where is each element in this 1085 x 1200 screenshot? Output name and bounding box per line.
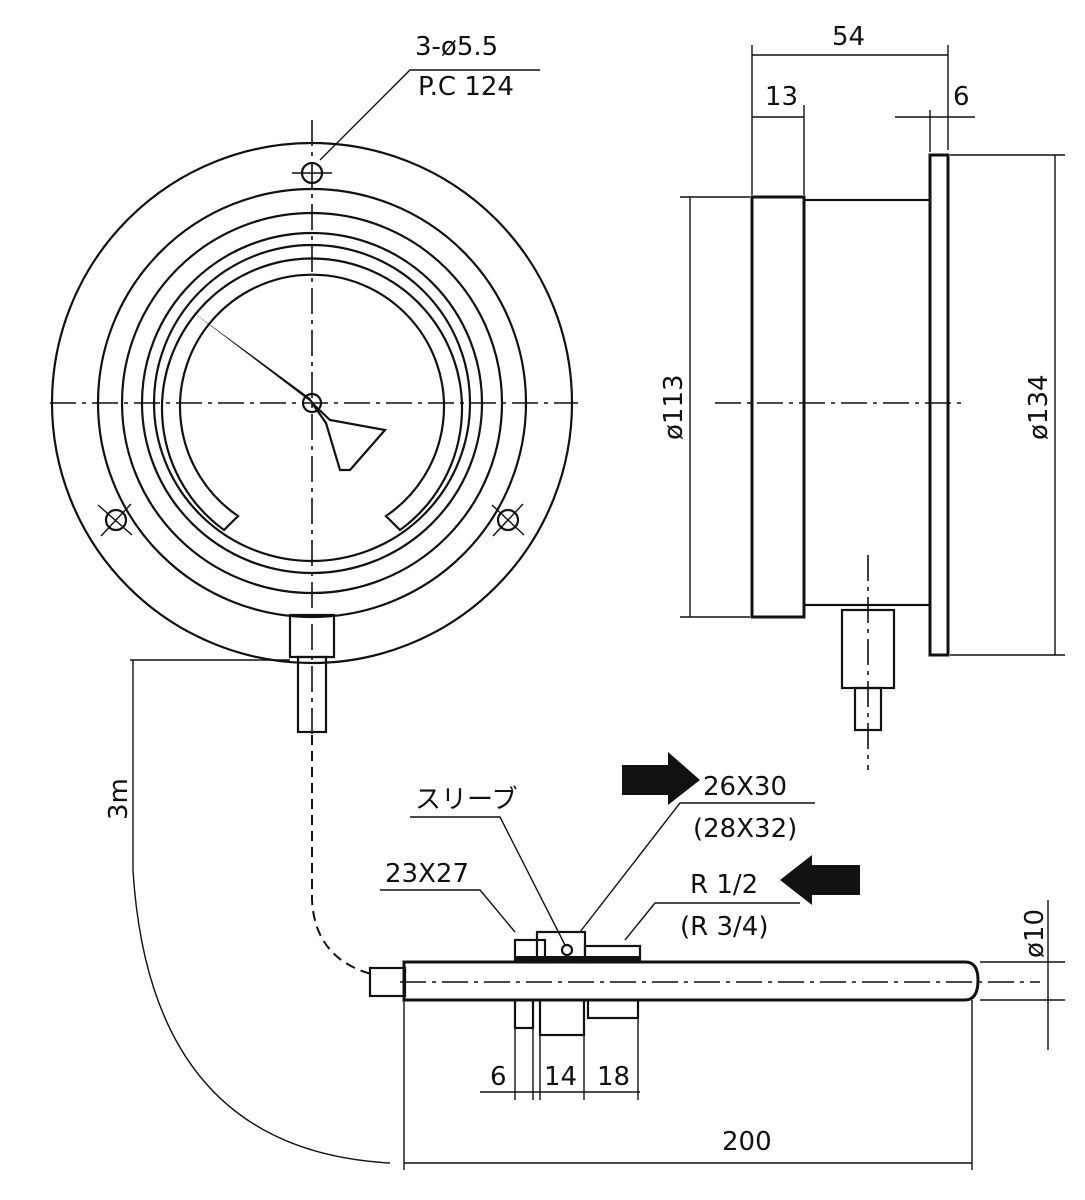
nut-size-label: 26X30 <box>703 772 787 802</box>
arrow-left-icon <box>780 855 860 905</box>
bezel-depth-dim: 13 <box>765 82 798 112</box>
flange-thickness-dim: 6 <box>953 82 970 112</box>
hole-spec-label: 3-ø5.5 <box>415 32 498 62</box>
fitting-size-label: 23X27 <box>385 859 469 889</box>
dim-b: 14 <box>544 1062 577 1092</box>
capillary-length-dim: 3m <box>104 778 134 820</box>
pitch-circle-label: P.C 124 <box>418 72 514 102</box>
insertion-length-dim: 200 <box>722 1127 772 1157</box>
thread-label: R 1/2 <box>690 870 758 900</box>
case-diameter-dim: ø113 <box>659 374 689 440</box>
side-view: 54 13 6 ø113 ø134 <box>659 22 1065 770</box>
dim-c: 18 <box>597 1062 630 1092</box>
arrow-right-icon <box>622 752 700 805</box>
thread-alt-label: (R 3/4) <box>680 912 768 942</box>
front-view: 3-ø5.5 P.C 124 <box>50 32 578 740</box>
dim-a: 6 <box>490 1062 507 1092</box>
depth-total-dim: 54 <box>832 22 865 52</box>
flange-diameter-dim: ø134 <box>1024 374 1054 440</box>
sensor-view: 3m 23X27 スリーブ 26X30 (28X32) R 1/2 (R 3/4… <box>104 659 1065 1170</box>
nut-size-alt-label: (28X32) <box>693 814 797 844</box>
bulb-diameter-dim: ø10 <box>1020 909 1050 958</box>
sleeve-label: スリーブ <box>415 785 517 815</box>
